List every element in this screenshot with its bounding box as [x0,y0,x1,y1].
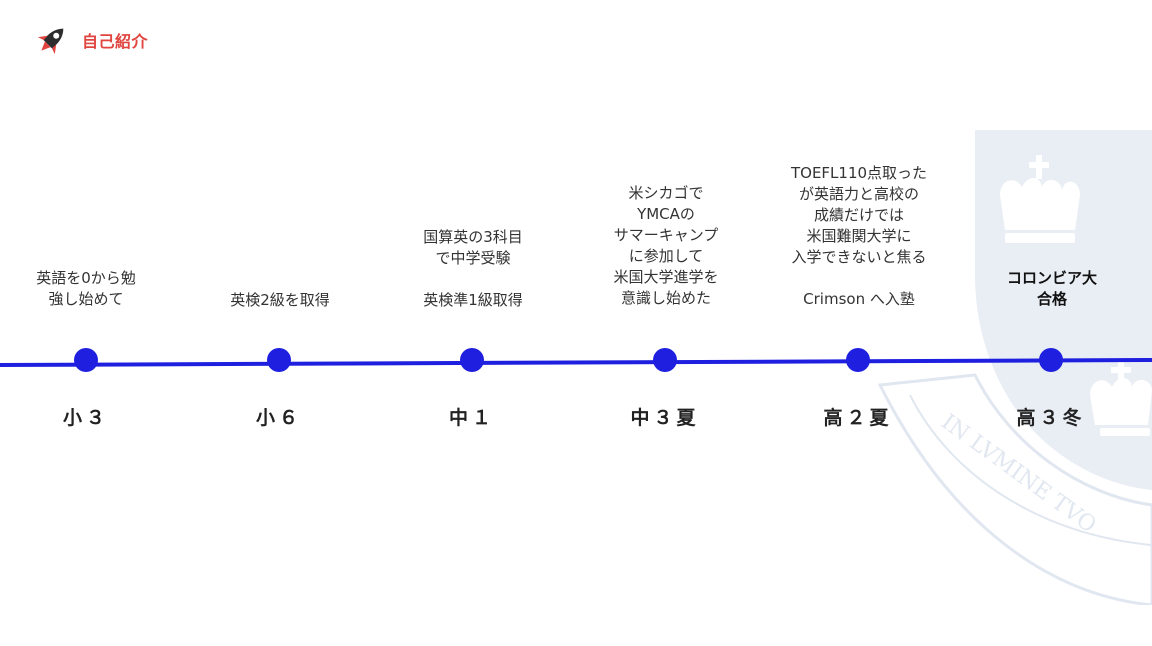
timeline-description-3: 国算英の3科目で中学受験英検準1級取得 [423,228,523,309]
timeline-label-3: 中１ [448,407,495,429]
timeline-description-2: 英検2級を取得 [230,291,330,309]
timeline-description-6: コロンビア大合格 [1006,269,1097,308]
timeline-dot-5 [846,348,870,372]
slide-title: 自己紹介 [82,32,149,51]
timeline-dot-1 [74,348,98,372]
timeline-line [0,358,1152,367]
timeline-label-6: 高３冬 [1016,407,1086,429]
rocket-icon [37,28,64,55]
timeline-label-2: 小６ [255,407,302,429]
timeline-dot-3 [460,348,484,372]
university-crest-watermark: IN LVMINE TVO [877,130,1152,605]
timeline-label-5: 高２夏 [823,407,893,429]
timeline-label-4: 中３夏 [630,407,700,429]
timeline-description-1: 英語を0から勉強し始めて [36,269,136,308]
slide-header: 自己紹介 [34,22,148,58]
timeline-dot-6 [1039,348,1063,372]
timeline-label-1: 小３ [62,407,109,429]
timeline-dot-4 [653,348,677,372]
timeline-description-5: TOEFL110点取ったが英語力と高校の成績だけでは米国難関大学に入学できないと… [790,164,928,308]
timeline-dot-2 [267,348,291,372]
